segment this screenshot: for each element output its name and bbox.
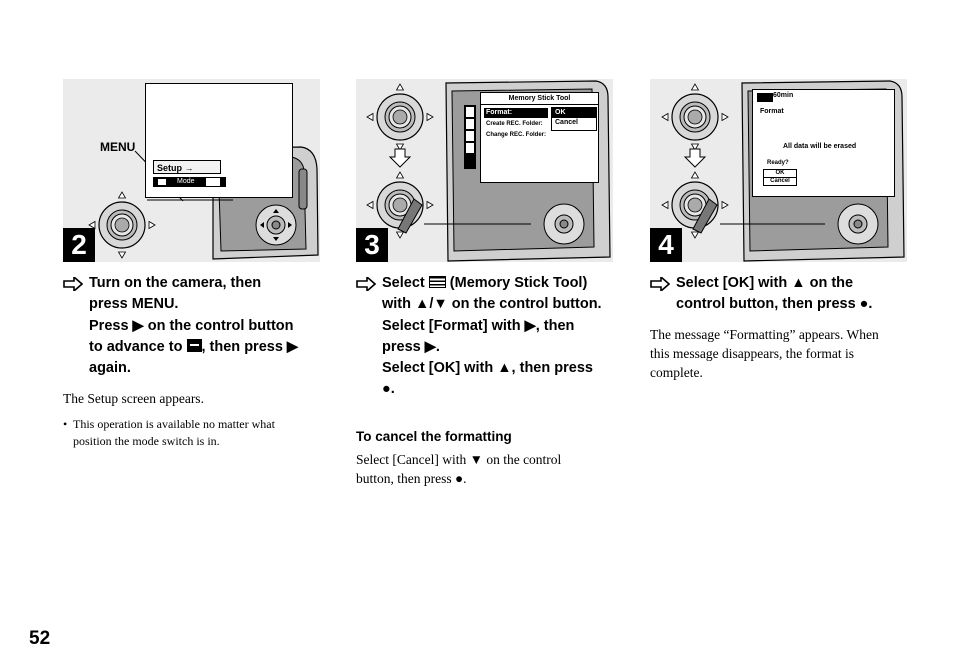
instr-line: press ▶.	[382, 338, 440, 355]
instr-line: again.	[89, 360, 131, 377]
camera-icon	[158, 179, 166, 185]
battery-icon	[757, 93, 773, 102]
body-line: this message disappears, the format is	[650, 346, 854, 361]
setup-toolbox-icon	[206, 178, 220, 186]
body-line: The message “Formatting” appears. When	[650, 327, 879, 342]
step-2-illustration: MENU Setup → Mode 2	[63, 79, 320, 262]
lcd-screen: Memory Stick Tool Format: OK Cancel Crea…	[464, 92, 599, 183]
instr-line: , then press ▶	[201, 338, 299, 355]
instr-line: Turn on the camera, then	[89, 275, 262, 291]
memory-stick-tool-icon	[428, 276, 446, 288]
lcd-setup: Setup	[157, 163, 183, 173]
lcd-screen: 60min Format All data will be erased Rea…	[752, 89, 895, 197]
instr-line: (Memory Stick Tool)	[449, 275, 588, 291]
instr-line: Select [OK] with ▲ on the	[676, 275, 854, 291]
step-4-instruction: Select [OK] with ▲ on the control button…	[650, 273, 873, 316]
step-number: 3	[356, 228, 388, 262]
cancel-body: Select [Cancel] with ▼ on the control bu…	[356, 450, 561, 488]
instr-line: with ▲/▼ on the control button.	[382, 296, 602, 313]
instr-line: control button, then press ●.	[676, 296, 873, 313]
step-2-note: • This operation is available no matter …	[63, 416, 275, 449]
down-arrow-icon	[683, 148, 707, 168]
setup-toolbox-icon	[186, 338, 202, 352]
lcd-mode: Mode	[177, 178, 195, 185]
press-hand-arrow-icon	[397, 198, 423, 234]
cancel-line: Select [Cancel] with ▼ on the control	[356, 452, 562, 467]
lcd-cancel: Cancel	[764, 177, 796, 185]
cancel-line: button, then press ●.	[356, 471, 467, 486]
lcd-change-folder: Change REC. Folder:	[486, 132, 547, 138]
cancel-heading: To cancel the formatting	[356, 429, 512, 444]
arrow-right-icon	[650, 277, 670, 291]
lcd-cancel: Cancel	[555, 119, 578, 126]
note-line: position the mode switch is in.	[73, 433, 220, 448]
body-line: complete.	[650, 365, 703, 380]
lcd-format: Format	[760, 108, 784, 115]
note-bullet: •	[63, 417, 68, 431]
control-button-icon	[88, 191, 156, 259]
lcd-setup-arrow: →	[184, 163, 194, 173]
instr-line: Select [OK] with ▲, then press	[382, 360, 593, 377]
lcd-erase-message: All data will be erased	[783, 143, 857, 150]
step-number: 2	[63, 228, 95, 262]
lcd-ready: Ready?	[767, 160, 789, 166]
instr-line: ●.	[382, 381, 395, 398]
step-2-instruction: Turn on the camera, then press MENU. Pre…	[63, 273, 299, 379]
step-3-illustration: Memory Stick Tool Format: OK Cancel Crea…	[356, 79, 613, 262]
page-number: 52	[29, 628, 51, 649]
instr-line: Select [Format] with ▶, then	[382, 317, 575, 334]
instr-line: to advance to	[89, 338, 183, 355]
control-button-icon	[366, 83, 434, 151]
step-2-body: The Setup screen appears.	[63, 391, 204, 406]
lcd-battery: 60min	[773, 92, 794, 99]
lcd-ok: OK	[552, 108, 596, 118]
instr-line: Select	[382, 275, 425, 291]
press-hand-arrow-icon	[692, 198, 718, 234]
lcd-menu-tabs	[464, 105, 476, 169]
lcd-screen: Setup → Mode	[145, 83, 293, 198]
arrow-right-icon	[63, 277, 83, 291]
arrow-right-icon	[356, 277, 376, 291]
down-arrow-icon	[388, 148, 412, 168]
lcd-format: Format:	[484, 108, 548, 118]
instr-line: Press ▶ on the control button	[89, 317, 294, 334]
lcd-create-folder: Create REC. Folder:	[486, 121, 543, 127]
step-4-body: The message “Formatting” appears. When t…	[650, 325, 879, 382]
lcd-title: Memory Stick Tool	[481, 93, 598, 105]
step-number: 4	[650, 228, 682, 262]
step-3-instruction: Select (Memory Stick Tool) with ▲/▼ on t…	[356, 273, 602, 401]
note-line: This operation is available no matter wh…	[73, 417, 275, 431]
control-button-icon	[661, 83, 729, 151]
menu-label: MENU	[100, 140, 136, 154]
instr-line: press MENU.	[89, 296, 179, 313]
step-4-illustration: 60min Format All data will be erased Rea…	[650, 79, 907, 262]
lcd-ok: OK	[775, 170, 785, 176]
